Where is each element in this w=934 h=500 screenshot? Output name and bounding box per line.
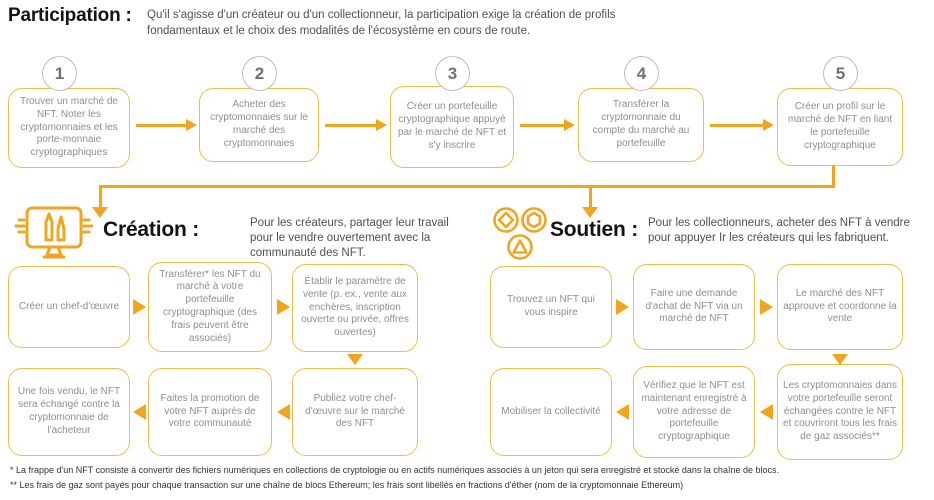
arrow-right-icon [520, 119, 575, 130]
arrow-right-icon [325, 119, 387, 130]
arrow-right-icon [710, 119, 774, 130]
participation-description: Qu'il s'agisse d'un créateur ou d'un col… [147, 9, 616, 37]
arrow-right-icon [616, 299, 629, 315]
footnote-minting: * La frappe d'un NFT consiste à converti… [10, 465, 779, 475]
community-shapes-icon [492, 207, 550, 261]
connector-line [99, 185, 835, 188]
soutien-step-box: Les cryptomonnaies dans votre portefeuil… [777, 364, 903, 460]
arrow-left-icon [616, 404, 629, 420]
creation-step-box: Créer un chef-d'œuvre [8, 266, 130, 348]
arrow-left-icon [133, 404, 146, 420]
creation-step-box: Faites la promotion de votre NFT auprès … [148, 368, 272, 456]
arrow-down-icon [582, 207, 598, 218]
soutien-step-box: Trouvez un NFT qui vous inspire [490, 266, 612, 348]
participation-step-box: Créer un profil sur le marché de NFT en … [777, 88, 903, 166]
footnote-gas-fees: ** Les frais de gaz sont payés pour chaq… [10, 480, 684, 490]
monitor-design-tools-icon [13, 205, 95, 261]
connector-line [589, 185, 592, 207]
creation-section-title: Création : [103, 218, 200, 241]
soutien-step-box: Vérifiez que le NFT est maintenant enreg… [633, 366, 755, 458]
soutien-step-box: Faire une demande d'achat de NFT via un … [633, 264, 755, 350]
participation-step-box: Acheter des cryptomonnaies sur le marché… [199, 88, 319, 162]
step-number-badge: 2 [242, 56, 277, 91]
arrow-right-icon [136, 119, 197, 130]
page-title: Participation : [8, 5, 132, 26]
connector-line [99, 185, 102, 207]
arrow-left-icon [277, 404, 290, 420]
arrow-right-icon [277, 299, 290, 315]
step-number-badge: 1 [42, 56, 77, 91]
soutien-step-box: Mobiliser la collectivité [490, 368, 612, 456]
creation-section-description: Pour les créateurs, partager leur travai… [250, 217, 449, 259]
soutien-step-box: Le marché des NFT approuve et coordonne … [777, 264, 903, 350]
connector-line [832, 166, 835, 187]
arrow-left-icon [760, 404, 773, 420]
creation-step-box: Transférer* les NFT du marché à votre po… [148, 262, 272, 352]
creation-step-box: Une fois vendu, le NFT sera échangé cont… [8, 368, 130, 456]
arrow-down-icon [92, 207, 108, 218]
soutien-section-title: Soutien : [550, 218, 639, 241]
soutien-section-description: Pour les collectionneurs, acheter des NF… [648, 217, 910, 244]
creation-step-box: Publiez votre chef-d'œuvre sur le marché… [292, 368, 418, 456]
step-number-badge: 3 [435, 56, 470, 91]
arrow-down-icon [347, 354, 363, 365]
participation-step-box: Transférer la cryptomonnaie du compte du… [578, 88, 704, 162]
participation-step-box: Créer un portefeuille cryptographique ap… [390, 86, 514, 168]
creation-step-box: Établir le paramètre de vente (p. ex., v… [292, 264, 418, 352]
step-number-badge: 5 [823, 56, 858, 91]
participation-step-box: Trouver un marché de NFT. Noter les cryp… [8, 88, 130, 168]
arrow-right-icon [760, 299, 773, 315]
arrow-right-icon [133, 299, 146, 315]
arrow-down-icon [832, 354, 848, 365]
step-number-badge: 4 [624, 56, 659, 91]
